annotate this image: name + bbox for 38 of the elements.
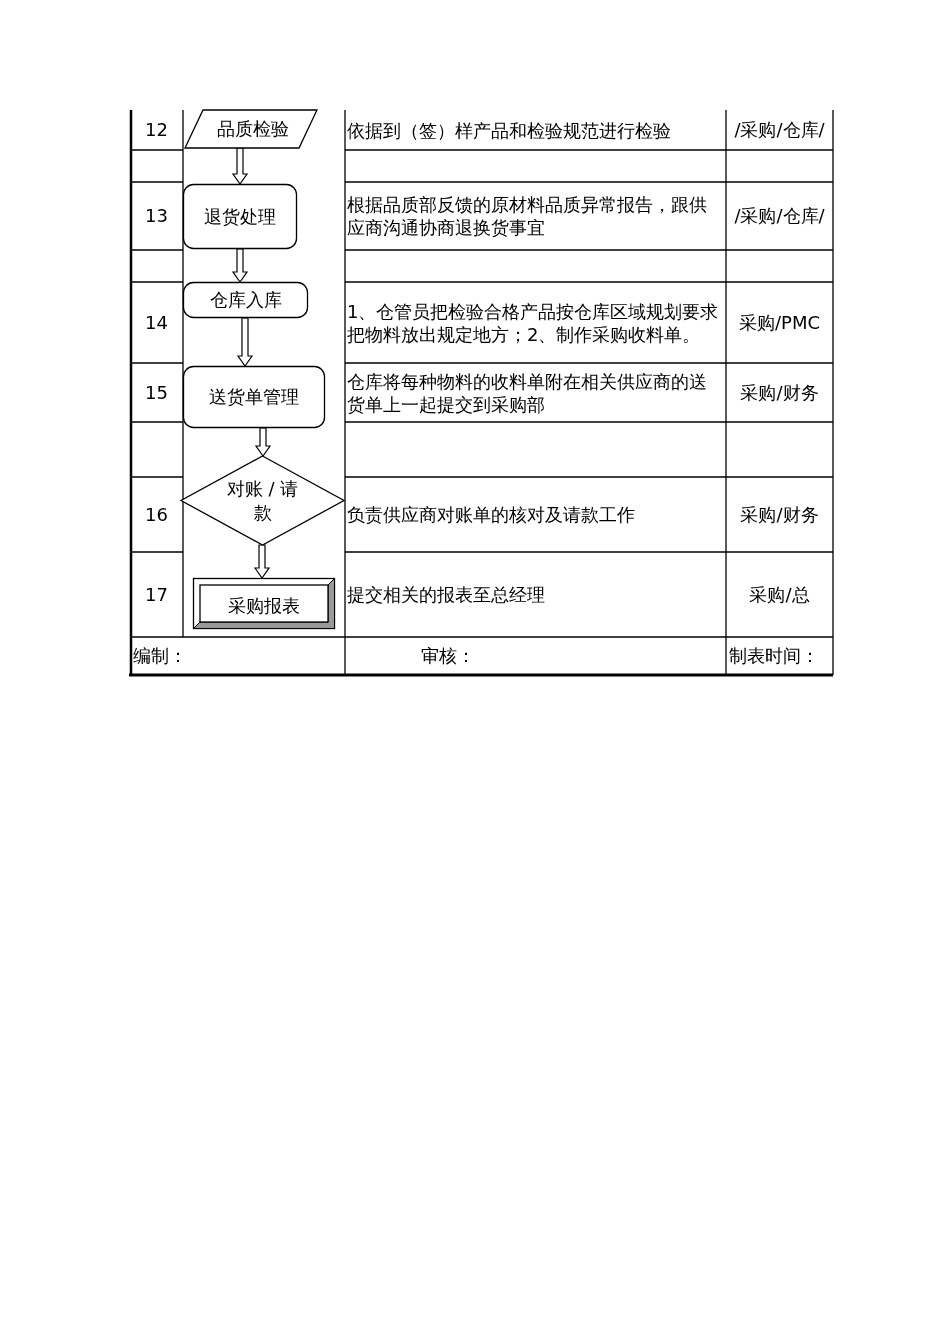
bevel-box [193,578,335,629]
parallelogram-box [185,110,317,148]
department-text: 采购/总 [749,582,810,607]
description-text: 负责供应商对账单的核对及请款工作 [347,503,635,526]
department-text: 采购/财务 [740,380,819,405]
block-arrow [231,248,249,284]
row-number: 16 [145,502,168,527]
description-text: 1、仓管员把检验合格产品按仓库区域规划要求把物料放出规定地方；2、制作采购收料单。 [347,299,720,346]
decision-diamond [181,456,344,545]
node-label: 对账 / 请款 [225,476,300,525]
row-number: 13 [145,204,168,228]
node-label: 品质检验 [217,117,289,141]
row-number: 12 [145,118,168,142]
footer-field-label: 审核： [421,644,475,668]
node-label: 采购报表 [228,593,300,618]
department-text: /采购/仓库/ [734,204,825,228]
footer-field-label: 制表时间： [729,644,819,668]
block-arrow [231,147,249,186]
description-text: 提交相关的报表至总经理 [347,583,545,606]
row-number: 17 [145,582,168,607]
block-arrow [254,427,272,458]
rounded-box [183,282,308,318]
department-text: 采购/财务 [740,502,819,527]
node-label: 退货处理 [204,204,276,229]
department-text: /采购/仓库/ [734,118,825,142]
node-label: 送货单管理 [209,385,299,409]
node-label: 仓库入库 [209,288,282,312]
block-arrow [236,317,254,368]
row-number: 15 [145,380,168,405]
block-arrow [253,544,271,580]
rounded-box [183,366,325,428]
description-text: 根据品质部反馈的原材料品质异常报告，跟供应商沟通协商退换货事宜 [347,193,708,239]
description-text: 依据到（签）样产品和检验规范进行检验 [347,118,671,142]
rounded-box [183,184,297,249]
description-text: 仓库将每种物料的收料单附在相关供应商的送货单上一起提交到采购部 [347,369,708,416]
department-text: 采购/PMC [739,310,820,335]
row-number: 14 [145,310,168,335]
footer-field-label: 编制： [133,644,187,668]
